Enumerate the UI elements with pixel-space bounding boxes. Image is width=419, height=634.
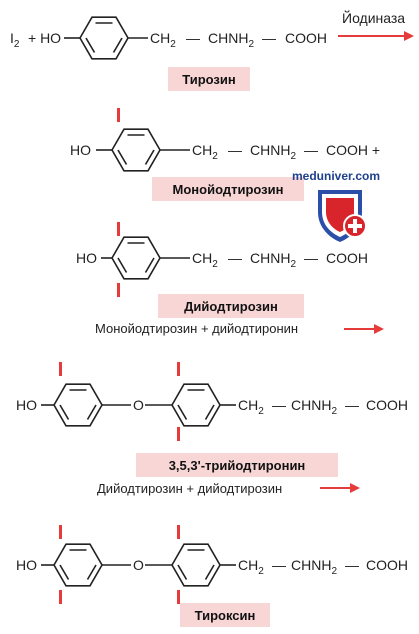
svg-text:CHNH2: CHNH2: [250, 142, 296, 162]
cooh-plus-text: COOH +: [326, 142, 380, 158]
label-bg-tyrosine: [168, 67, 250, 91]
benzene-ring-icon: [53, 543, 103, 587]
o-bridge-text: O: [133, 397, 144, 413]
svg-text:CHNH2: CHNH2: [291, 557, 337, 577]
shield-cross-icon: [318, 190, 367, 242]
label-t3: 3,5,3'-трийодтиронин: [169, 458, 306, 473]
iodine-marker-icon: [59, 362, 62, 376]
svg-text:HO: HO: [76, 250, 97, 266]
svg-text:HO: HO: [70, 142, 91, 158]
svg-text:—: —: [272, 397, 286, 413]
row-tyrosine: I2 + HO CH2 — CHNH2 — COOH Йодиназа Тиро…: [10, 9, 414, 91]
benzene-ring-icon: [111, 128, 161, 172]
svg-text:—: —: [186, 30, 200, 46]
svg-text:—: —: [345, 397, 359, 413]
svg-text:COOH: COOH: [326, 250, 368, 266]
arrow-right-icon: [344, 324, 384, 334]
watermark: meduniver.com: [292, 169, 380, 242]
iodine-marker-icon: [59, 525, 62, 539]
svg-text:O: O: [133, 557, 144, 573]
label-bg-t4: [180, 603, 270, 627]
svg-text:CHNH2: CHNH2: [250, 250, 296, 270]
arrow-right-icon: [338, 31, 414, 41]
label-dit: Дийодтирозин: [184, 299, 278, 314]
equation-mit-dit: Монойодтирозин + дийодтиронин: [95, 321, 298, 336]
svg-text:HO: HO: [16, 557, 37, 573]
svg-text:CH2: CH2: [238, 557, 264, 577]
row-mit: HO CH2 — CHNH2 — COOH + Монойодтирозин: [70, 108, 380, 201]
plus-ho-text: + HO: [28, 30, 61, 46]
enzyme-label: Йодиназа: [342, 9, 405, 26]
svg-text:—: —: [272, 557, 286, 573]
row-t4: HO O CH2 — CHNH2 — COOH Тироксин: [16, 525, 408, 627]
svg-text:HO: HO: [16, 397, 37, 413]
label-bg-t3: [136, 453, 338, 477]
benzene-ring-icon: [53, 383, 103, 427]
svg-text:CHNH2: CHNH2: [291, 397, 337, 417]
iodine-marker-icon: [59, 590, 62, 604]
iodine-marker-icon: [117, 108, 120, 122]
label-mit: Монойодтирозин: [173, 182, 284, 197]
iodine-marker-icon: [177, 427, 180, 441]
iodine-marker-icon: [117, 283, 120, 297]
svg-text:—: —: [304, 142, 318, 158]
iodine-marker-icon: [177, 362, 180, 376]
svg-text:—: —: [345, 557, 359, 573]
iodine-marker-icon: [177, 525, 180, 539]
benzene-ring-icon: [111, 236, 161, 280]
watermark-text: meduniver.com: [292, 169, 380, 183]
svg-text:—: —: [262, 30, 276, 46]
ch2-text: CH2: [150, 30, 176, 50]
svg-text:CH2: CH2: [238, 397, 264, 417]
svg-text:CH2: CH2: [192, 250, 218, 270]
row-t3: HO O CH2 — CHNH2 — COOH 3,5,3'-трийодтир…: [16, 362, 408, 496]
svg-text:COOH: COOH: [366, 557, 408, 573]
iodine-marker-icon: [117, 222, 120, 236]
arrow-right-icon: [320, 483, 360, 493]
cooh-text: COOH: [285, 30, 327, 46]
label-bg-mit: [152, 177, 304, 201]
label-bg-dit: [158, 294, 304, 318]
equation-dit-dit: Дийодтирозин + дийодтирозин: [97, 481, 282, 496]
benzene-ring-icon: [171, 543, 221, 587]
label-tyrosine: Тирозин: [182, 72, 235, 87]
benzene-ring-icon: [79, 16, 129, 60]
svg-text:—: —: [304, 250, 318, 266]
row-dit: HO CH2 — CHNH2 — COOH Дийодтирозин Моной…: [76, 222, 384, 336]
chnh2-text: CHNH2: [208, 30, 254, 50]
svg-text:—: —: [228, 142, 242, 158]
svg-text:—: —: [228, 250, 242, 266]
iodine-marker-icon: [177, 590, 180, 604]
benzene-ring-icon: [171, 383, 221, 427]
svg-text:COOH: COOH: [366, 397, 408, 413]
svg-text:CH2: CH2: [192, 142, 218, 162]
iodine-molecule: I2: [10, 30, 20, 50]
label-t4: Тироксин: [195, 608, 256, 623]
